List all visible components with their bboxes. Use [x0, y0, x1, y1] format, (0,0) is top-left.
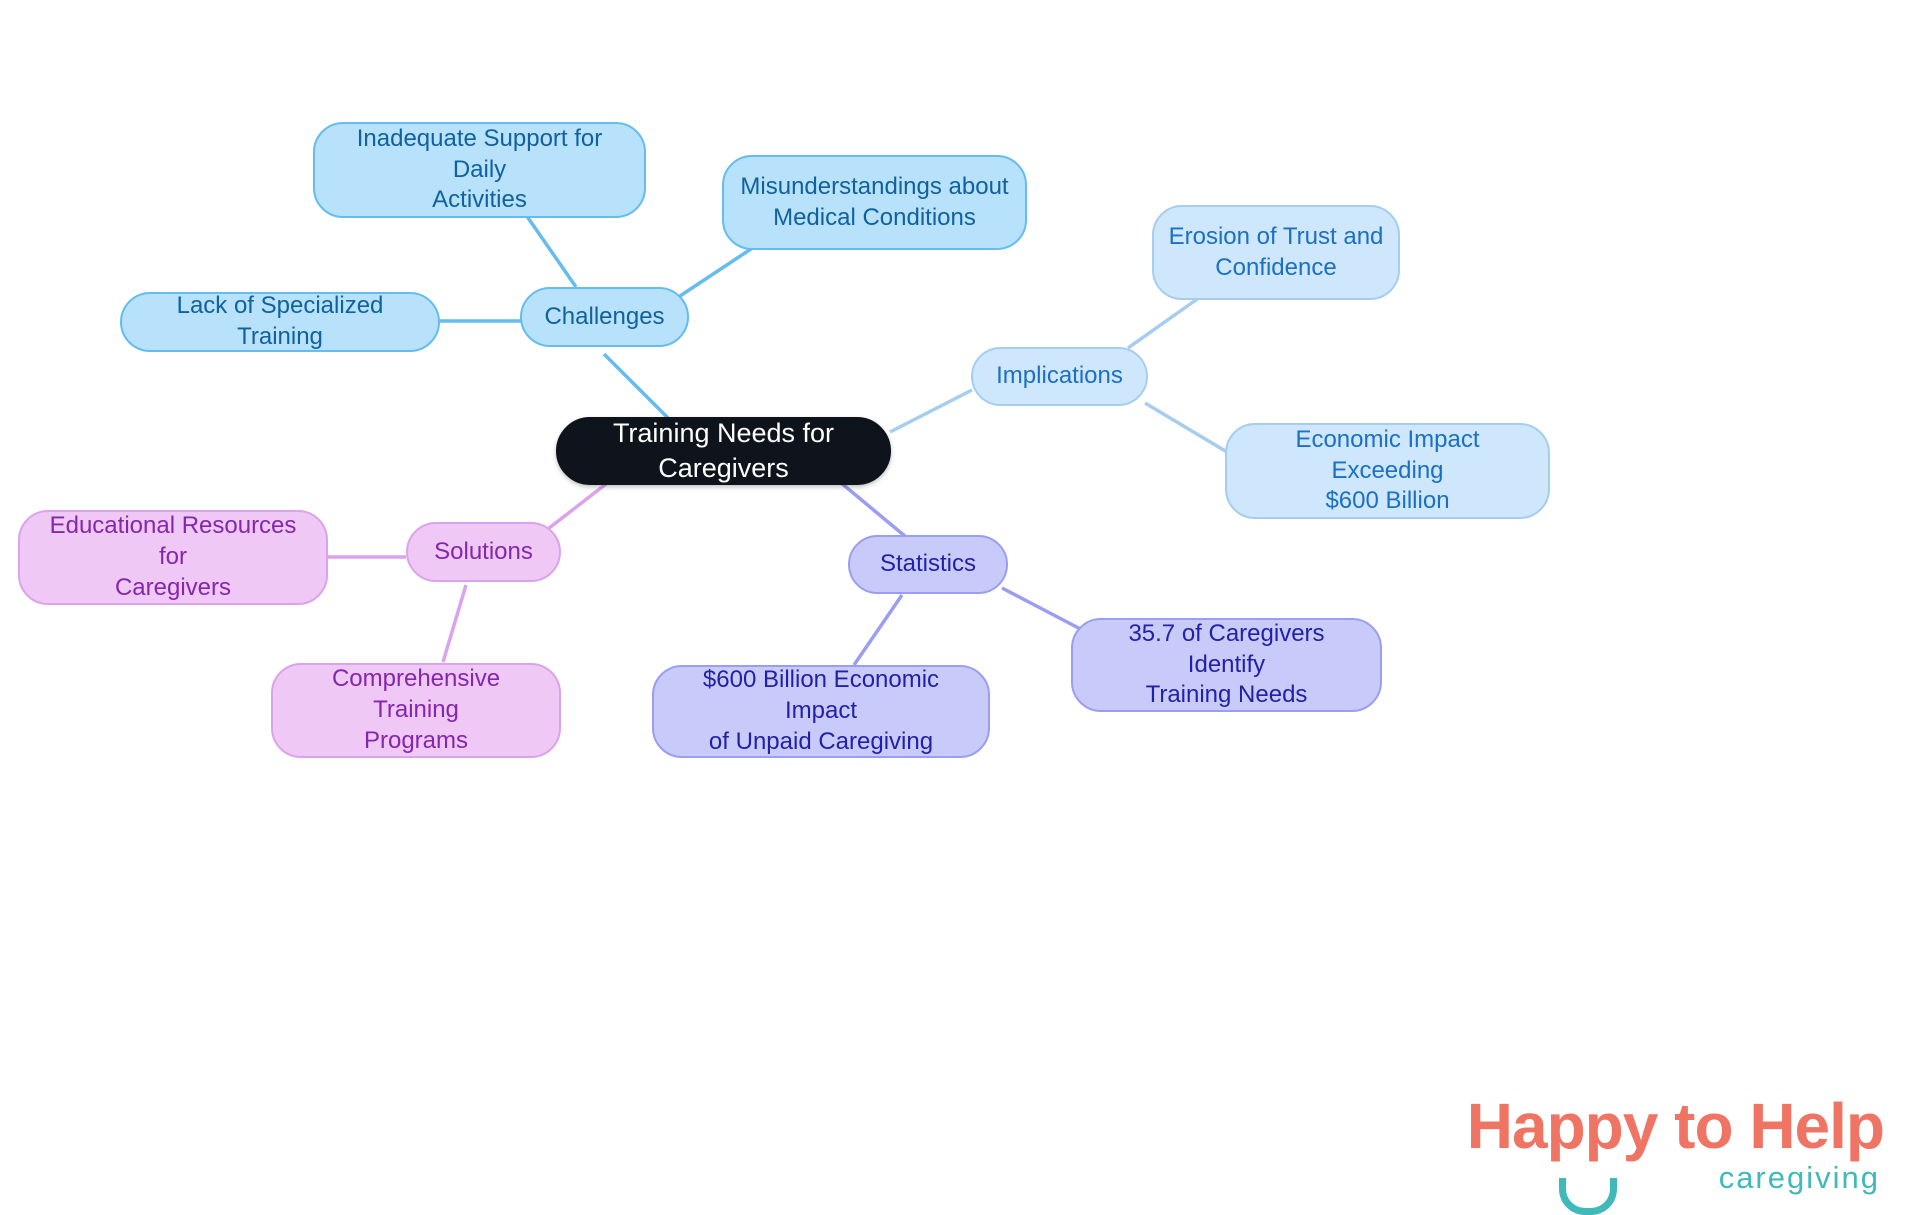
edge-challenges-inadequate	[522, 211, 578, 288]
node-leaf-comprehensive-training-programs[interactable]: Comprehensive Training Programs	[271, 663, 561, 758]
node-leaf-misunderstandings[interactable]: Misunderstandings about Medical Conditio…	[722, 155, 1027, 250]
node-branch-challenges[interactable]: Challenges	[520, 287, 689, 347]
edge-root-implications	[889, 388, 973, 434]
node-leaf-erosion-of-trust[interactable]: Erosion of Trust and Confidence	[1152, 205, 1400, 300]
logo-title: Happy to Help	[1466, 1090, 1885, 1162]
edge-root-statistics	[838, 480, 908, 539]
node-branch-implications[interactable]: Implications	[971, 347, 1148, 406]
node-leaf-inadequate-support[interactable]: Inadequate Support for Daily Activities	[313, 122, 646, 218]
node-root[interactable]: Training Needs for Caregivers	[556, 417, 891, 485]
node-branch-solutions[interactable]: Solutions	[406, 522, 561, 582]
node-branch-statistics[interactable]: Statistics	[848, 535, 1008, 594]
node-leaf-lack-specialized-training[interactable]: Lack of Specialized Training	[120, 292, 440, 352]
logo-subtitle: caregiving	[1718, 1160, 1880, 1195]
edge-implications-economic	[1144, 401, 1233, 457]
node-leaf-economic-impact-exceeding[interactable]: Economic Impact Exceeding $600 Billion	[1225, 423, 1550, 519]
node-leaf-600-billion-economic-impact[interactable]: $600 Billion Economic Impact of Unpaid C…	[652, 665, 990, 758]
edge-solutions-comprehensive	[441, 584, 468, 663]
edge-statistics-percent	[1001, 586, 1091, 636]
edge-root-challenges	[602, 352, 674, 424]
node-leaf-357-caregivers-identify[interactable]: 35.7 of Caregivers Identify Training Nee…	[1071, 618, 1382, 712]
edge-statistics-economic	[852, 594, 904, 666]
node-leaf-educational-resources[interactable]: Educational Resources for Caregivers	[18, 510, 328, 605]
brand-logo: Happy to Help caregiving	[1466, 1090, 1885, 1215]
edge-root-solutions	[542, 482, 608, 534]
smile-icon	[1558, 1178, 1617, 1215]
edge-challenges-misunderstandings	[679, 241, 761, 298]
